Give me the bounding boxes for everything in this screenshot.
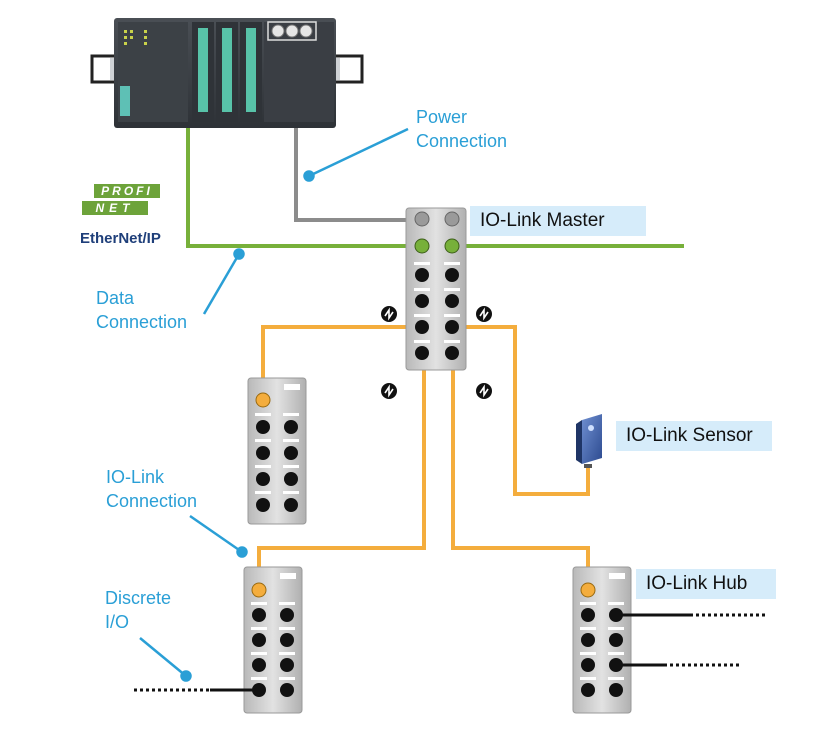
iolink-cable-to-left-module — [261, 325, 420, 400]
iolink-port — [251, 582, 267, 598]
iolink-master-module — [405, 207, 467, 371]
plc-cpu-display — [120, 86, 130, 116]
iolink-cable-to-hub — [451, 353, 590, 590]
power-connection-callout: Power Connection — [416, 105, 507, 153]
master-power-port-1 — [414, 211, 430, 227]
data-callout-line2: Connection — [96, 312, 188, 332]
iolink-callout-line2: Connection — [106, 491, 198, 511]
data-connection-callout: Data Connection — [96, 286, 187, 334]
data-connection-line — [186, 128, 684, 248]
io-module-left — [247, 377, 307, 525]
power-callout-line2: Connection — [416, 131, 508, 151]
master-data-port-1 — [414, 238, 430, 254]
iolink-callout-leader — [189, 514, 243, 554]
iolink-sensor-device — [576, 414, 602, 468]
discrete-callout-leader — [139, 637, 187, 677]
power-callout-line1: Power — [416, 107, 468, 127]
iolink-symbol-icon — [476, 383, 492, 399]
iolink-master-tag: IO-Link Master — [470, 206, 646, 236]
plc-leds — [124, 30, 147, 45]
profinet-logo-bottom: NET — [82, 201, 148, 215]
callout-leaders — [139, 127, 409, 682]
plc-module-3-strip — [246, 28, 256, 112]
plc-power-module — [264, 22, 334, 122]
iolink-cable-to-sensor — [450, 325, 590, 496]
data-callout-leader — [202, 253, 241, 315]
power-connection-line — [294, 128, 420, 222]
iolink-symbol-icon — [381, 383, 397, 399]
iolink-port — [580, 582, 596, 598]
plc-power-frame — [267, 21, 317, 41]
power-callout-leader — [308, 127, 409, 178]
data-callout-line1: Data — [96, 288, 135, 308]
iolink-port — [255, 392, 271, 408]
iolink-symbol-icon — [381, 306, 397, 322]
master-ports — [414, 211, 460, 360]
master-data-port-2 — [444, 238, 460, 254]
iolink-sensor-tag: IO-Link Sensor — [616, 421, 772, 451]
discrete-callout-line2: I/O — [105, 612, 130, 632]
plc-power-sockets — [271, 24, 313, 38]
plc-controller — [90, 18, 364, 128]
discrete-io-callout: Discrete I/O — [105, 586, 171, 634]
plc-module-1-strip — [198, 28, 208, 112]
iolink-hub-tag: IO-Link Hub — [636, 569, 776, 599]
io-module-discrete — [243, 566, 303, 714]
iolink-connection-callout: IO-Link Connection — [106, 465, 197, 513]
ethernet-ip-logo: EtherNet/IP — [80, 230, 161, 247]
master-power-port-2 — [444, 211, 460, 227]
iolink-symbol-icons — [381, 306, 492, 399]
iolink-callout-line1: IO-Link — [106, 467, 165, 487]
iolink-hub-module — [572, 566, 632, 714]
discrete-callout-line1: Discrete — [105, 588, 172, 608]
plc-module-2-strip — [222, 28, 232, 112]
iolink-symbol-icon — [476, 306, 492, 322]
profinet-logo-top: PROFI — [94, 184, 160, 198]
profinet-logo: PROFI NET — [82, 184, 162, 215]
